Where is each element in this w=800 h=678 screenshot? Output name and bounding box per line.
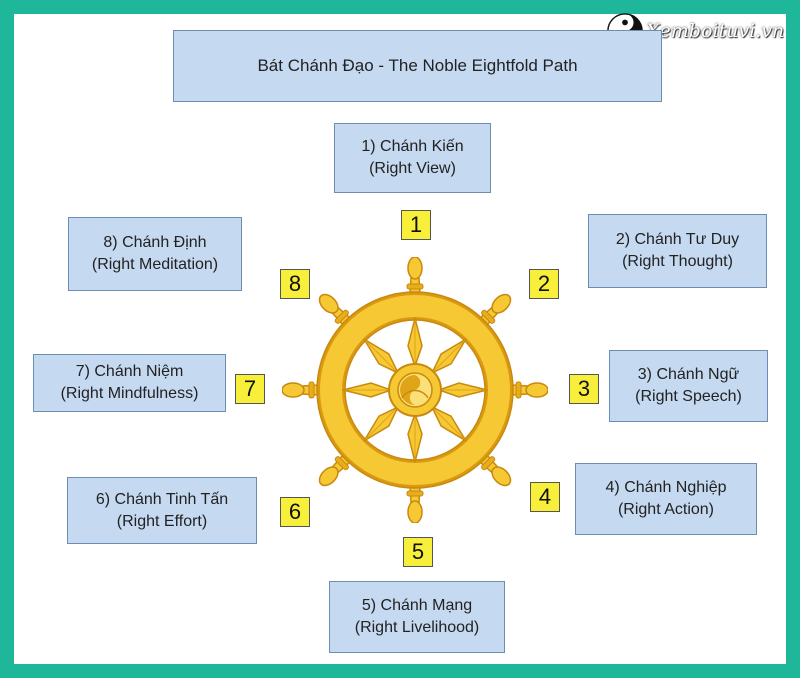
- path-name: 4) Chánh Nghiệp: [606, 477, 727, 499]
- logo-text: Xemboituvi.vn: [646, 20, 784, 42]
- path-name: 3) Chánh Ngữ: [638, 364, 739, 386]
- wheel-handle: [407, 257, 423, 294]
- path-box-7: 7) Chánh Niệm (Right Mindfulness): [33, 354, 226, 412]
- wheel-spoke: [408, 318, 422, 366]
- path-box-3: 3) Chánh Ngữ (Right Speech): [609, 350, 768, 422]
- path-name: 1) Chánh Kiến: [361, 136, 463, 158]
- wheel-handle: [407, 486, 423, 523]
- path-name: 6) Chánh Tinh Tấn: [96, 489, 228, 511]
- path-box-5: 5) Chánh Mạng (Right Livelihood): [329, 581, 505, 653]
- path-english: (Right Mindfulness): [61, 383, 199, 405]
- number-marker-5: 5: [403, 537, 433, 567]
- path-english: (Right Meditation): [92, 254, 218, 276]
- number-marker-7: 7: [235, 374, 265, 404]
- wheel-spoke: [439, 383, 487, 397]
- number-marker-1: 1: [401, 210, 431, 240]
- dharma-wheel-icon: [282, 257, 548, 523]
- wheel-spoke: [408, 414, 422, 462]
- page-title: Bát Chánh Đạo - The Noble Eightfold Path: [257, 55, 577, 77]
- path-english: (Right View): [369, 158, 456, 180]
- path-box-8: 8) Chánh Định (Right Meditation): [68, 217, 242, 291]
- wheel-handle: [511, 382, 548, 398]
- number-marker-3: 3: [569, 374, 599, 404]
- wheel-spoke: [343, 383, 391, 397]
- path-box-6: 6) Chánh Tinh Tấn (Right Effort): [67, 477, 257, 544]
- page-title-box: Bát Chánh Đạo - The Noble Eightfold Path: [173, 30, 662, 102]
- wheel-handle: [282, 382, 319, 398]
- path-english: (Right Action): [618, 499, 714, 521]
- path-box-1: 1) Chánh Kiến (Right View): [334, 123, 491, 193]
- path-name: 5) Chánh Mạng: [362, 595, 472, 617]
- path-english: (Right Livelihood): [355, 617, 480, 639]
- path-box-4: 4) Chánh Nghiệp (Right Action): [575, 463, 757, 535]
- path-box-2: 2) Chánh Tư Duy (Right Thought): [588, 214, 767, 288]
- path-name: 8) Chánh Định: [103, 232, 206, 254]
- path-name: 7) Chánh Niệm: [76, 361, 184, 383]
- path-name: 2) Chánh Tư Duy: [616, 229, 739, 251]
- path-english: (Right Speech): [635, 386, 742, 408]
- path-english: (Right Thought): [622, 251, 733, 273]
- path-english: (Right Effort): [117, 511, 207, 533]
